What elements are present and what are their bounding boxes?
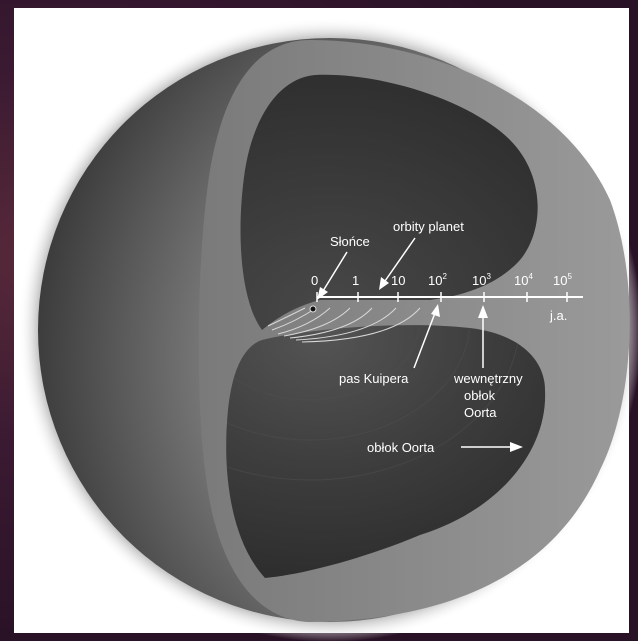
inner-oort-label-line2: obłok — [464, 388, 496, 403]
inner-oort-label-line3: Oorta — [464, 405, 497, 420]
inner-oort-label-line1: wewnętrzny — [453, 371, 523, 386]
tick-label-1: 1 — [352, 273, 359, 288]
sun-label: Słońce — [330, 234, 370, 249]
tick-label-0: 0 — [311, 273, 318, 288]
tick-label-10: 10 — [391, 273, 405, 288]
sun-dot — [310, 306, 316, 312]
unit-label: j.a. — [549, 308, 567, 323]
kuiper-belt-label: pas Kuipera — [339, 371, 409, 386]
oort-cloud-label: obłok Oorta — [367, 440, 435, 455]
planet-orbits-label: orbity planet — [393, 219, 464, 234]
